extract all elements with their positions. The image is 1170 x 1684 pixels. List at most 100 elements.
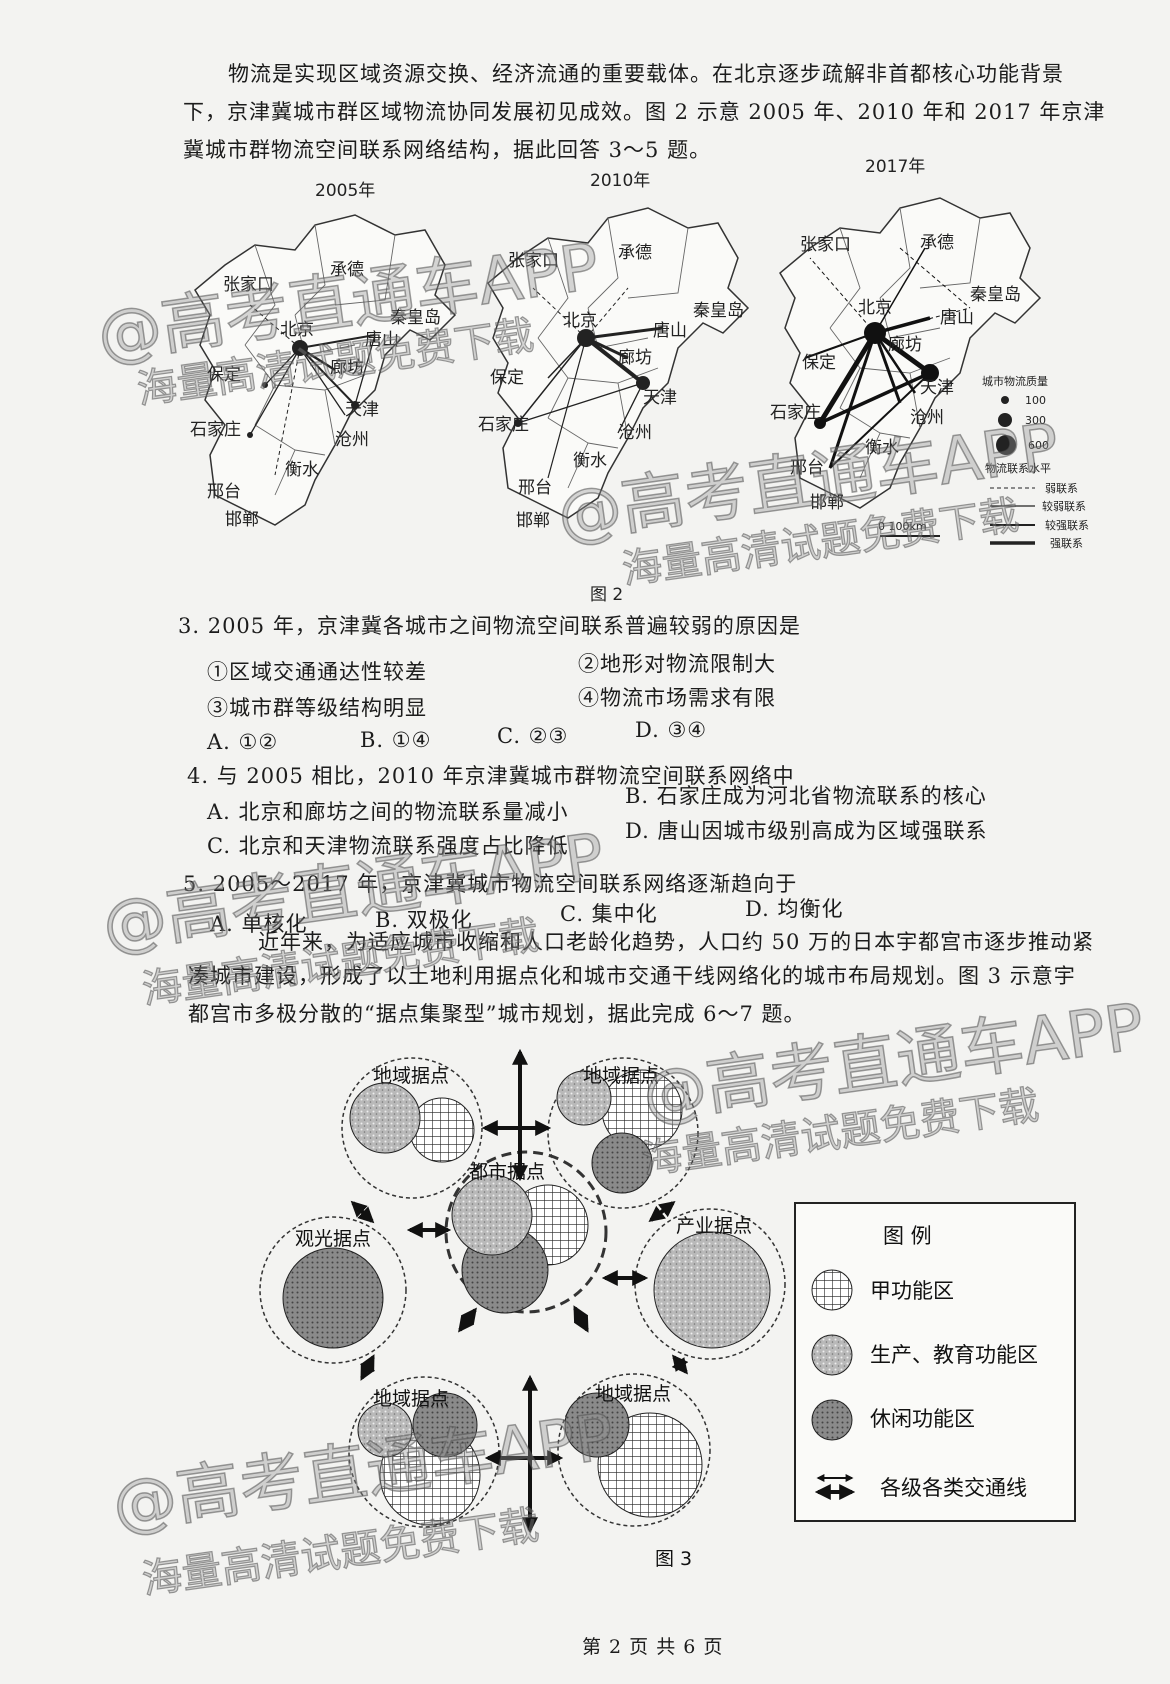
legend-size-label: 100 [1025, 394, 1046, 407]
map-2010-year: 2010年 [590, 171, 650, 191]
legend-link-label: 弱联系 [1045, 482, 1078, 495]
city-label: 邯郸 [225, 510, 259, 530]
label-industry: 产业据点 [676, 1215, 752, 1237]
q3-option-c: C. ②③ [497, 724, 569, 748]
map-2005-year: 2005年 [315, 181, 375, 201]
intro-line-3: 冀城市群物流空间联系网络结构，据此回答 3～5 题。 [183, 138, 712, 162]
q4-option-c: C. 北京和天津物流联系强度占比降低 [207, 834, 569, 858]
map-2017-year: 2017年 [865, 157, 925, 177]
intro2-line-1: 近年来，为适应城市收缩和人口老龄化趋势，人口约 50 万的日本宇都宫市逐步推动紧 [258, 930, 1095, 954]
city-label: 石家庄 [770, 403, 821, 423]
q3-statement-3: ③城市群等级结构明显 [207, 696, 427, 720]
urban-node [444, 1150, 608, 1314]
q3-option-d: D. ③④ [635, 718, 708, 742]
city-label: 天津 [920, 378, 954, 398]
city-label: 天津 [345, 400, 379, 420]
legend-item-label: 休闲功能区 [870, 1407, 975, 1431]
q4-option-a: A. 北京和廊坊之间的物流联系量减小 [207, 800, 569, 824]
city-label: 唐山 [653, 320, 687, 341]
figure-2-maps: 2005年 张家口 承德 北京 秦皇岛 唐山 廊坊 保定 天津 石家庄 沧州 衡… [190, 157, 1089, 605]
q3-statement-4: ④物流市场需求有限 [578, 686, 776, 710]
q3-statement-1: ①区域交通通达性较差 [207, 660, 427, 684]
legend-link-label: 较弱联系 [1042, 499, 1086, 513]
city-label: 唐山 [365, 329, 399, 350]
city-label: 北京 [563, 311, 597, 331]
city-label: 唐山 [940, 307, 974, 328]
map-2010: 张家口 承德 北京 秦皇岛 唐山 廊坊 保定 天津 石家庄 沧州 衡水 邢台 邯… [478, 207, 749, 531]
q5-option-c: C. 集中化 [560, 902, 658, 926]
label-regional-top-left: 地域据点 [373, 1065, 449, 1087]
intro2-line-2: 凑城市建设，形成了以土地利用据点化和城市交通干线网络化的城市布局规划。图 3 示… [188, 964, 1076, 988]
legend-size-label: 600 [1028, 439, 1049, 452]
city-label: 邢台 [207, 482, 241, 502]
city-label: 衡水 [865, 438, 899, 458]
map-2005: 张家口 承德 北京 秦皇岛 唐山 廊坊 保定 天津 石家庄 沧州 衡水 邢台 邯… [190, 214, 456, 530]
q3-statement-2: ②地形对物流限制大 [578, 652, 776, 676]
city-label: 邯郸 [516, 511, 550, 531]
scale-bar-label: 0 100km [878, 520, 927, 533]
city-label: 邯郸 [810, 493, 844, 513]
city-label: 石家庄 [190, 420, 241, 440]
page-footer: 第 2 页 共 6 页 [582, 1636, 724, 1658]
city-node-beijing [292, 340, 308, 356]
figure-3-caption: 图 3 [655, 1548, 692, 1570]
tourism-node [259, 1216, 407, 1364]
intro-line-1: 物流是实现区域资源交换、经济流通的重要载体。在北京逐步疏解非首都核心功能背景 [228, 62, 1064, 86]
legend-item-label: 各级各类交通线 [880, 1476, 1027, 1500]
city-label: 承德 [618, 243, 652, 263]
map-2017: 张家口 承德 北京 秦皇岛 唐山 廊坊 保定 天津 石家庄 沧州 衡水 邢台 邯… [770, 197, 1041, 513]
city-label: 保定 [802, 353, 836, 373]
city-label: 承德 [920, 233, 954, 253]
q3-option-a: A. ①② [207, 730, 279, 754]
city-label: 秦皇岛 [693, 301, 744, 321]
city-label: 石家庄 [478, 415, 529, 435]
city-label: 秦皇岛 [970, 285, 1021, 305]
legend-link-label: 较强联系 [1045, 518, 1089, 532]
figure-2-legend: 城市物流质量 100 300 600 物流联系水平 弱联系 较弱联系 较强联系 … [878, 374, 1089, 550]
q4-option-d: D. 唐山因城市级别高成为区域强联系 [625, 819, 988, 843]
legend-item-label: 生产、教育功能区 [870, 1343, 1038, 1367]
q5-option-d: D. 均衡化 [745, 897, 844, 921]
city-label: 沧州 [618, 423, 652, 443]
intro-line-2: 下，京津冀城市群区域物流协同发展初见成效。图 2 示意 2005 年、2010 … [183, 100, 1106, 124]
city-label: 保定 [490, 368, 524, 388]
city-label: 张家口 [800, 235, 851, 255]
q5-stem: 5. 2005～2017 年，京津冀城市物流空间联系网络逐渐趋向于 [183, 872, 798, 896]
city-label: 保定 [207, 365, 241, 385]
city-label: 衡水 [573, 451, 607, 471]
city-label: 廊坊 [888, 335, 922, 355]
legend-link-title: 物流联系水平 [985, 461, 1051, 475]
city-label: 邢台 [518, 478, 552, 498]
label-regional-bottom-left: 地域据点 [373, 1388, 449, 1410]
legend-item-label: 甲功能区 [870, 1279, 954, 1303]
label-urban: 都市据点 [469, 1161, 545, 1183]
legend-link-label: 强联系 [1050, 537, 1083, 550]
city-label: 北京 [858, 298, 892, 318]
city-label: 邢台 [790, 458, 824, 478]
figure-3-legend: 图 例 甲功能区 生产、教育功能区 休闲功能区 各级各类交通线 [794, 1202, 1076, 1522]
q5-option-b: B. 双极化 [375, 908, 473, 932]
q5-option-a: A. 单核化 [210, 912, 308, 936]
city-label: 张家口 [508, 251, 559, 271]
q3-option-b: B. ①④ [360, 728, 432, 752]
label-tourism: 观光据点 [295, 1228, 371, 1250]
city-label: 张家口 [223, 275, 274, 295]
city-label: 天津 [643, 388, 677, 408]
city-label: 廊坊 [618, 348, 652, 368]
regional-node-top-left [341, 1057, 483, 1199]
city-label: 北京 [280, 320, 314, 340]
q4-option-b: B. 石家庄成为河北省物流联系的核心 [625, 784, 987, 808]
q4-stem: 4. 与 2005 相比，2010 年京津冀城市群物流空间联系网络中 [187, 764, 795, 788]
figure-2-caption: 图 2 [590, 585, 623, 605]
city-label: 廊坊 [330, 358, 364, 378]
city-label: 衡水 [285, 460, 319, 480]
legend-size-label: 300 [1025, 414, 1046, 427]
city-label: 秦皇岛 [390, 308, 441, 328]
city-label: 沧州 [910, 408, 944, 428]
legend-size-title: 城市物流质量 [982, 374, 1048, 388]
city-label: 承德 [330, 260, 364, 280]
intro2-line-3: 都宫市多极分散的“据点集聚型”城市规划，据此完成 6～7 题。 [188, 1002, 806, 1026]
q3-stem: 3. 2005 年，京津冀各城市之间物流空间联系普遍较弱的原因是 [178, 614, 801, 638]
city-label: 沧州 [335, 430, 369, 450]
industry-node [634, 1208, 786, 1360]
